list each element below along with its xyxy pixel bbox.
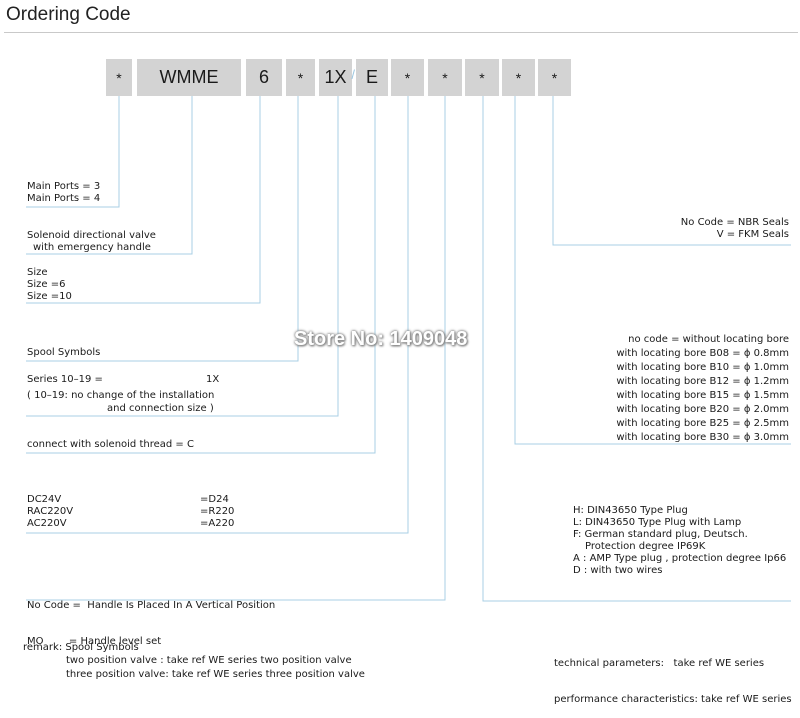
series-note: Series 10–19 = (27, 374, 103, 385)
connector-lines (26, 96, 791, 602)
size-note: Size Size =6 Size =10 (27, 267, 72, 303)
spool-note: Spool Symbols (27, 347, 101, 358)
plug-line: H: DIN43650 Type Plug (573, 505, 688, 516)
plug-note: H: DIN43650 Type Plug L: DIN43650 Type P… (573, 505, 786, 577)
store-watermark: Store No: 1409048 (294, 328, 468, 350)
bore-line: with locating bore B20 = ϕ 2.0mm (616, 404, 789, 415)
series-note-detail: ( 10–19: no change of the installation (27, 390, 215, 401)
bore-line: with locating bore B10 = ϕ 1.0mm (616, 362, 789, 373)
ports-note: Main Ports = 3 Main Ports = 4 (27, 181, 100, 205)
series-value: 1X (206, 374, 220, 385)
bore-line: with locating bore B08 = ϕ 0.8mm (616, 348, 789, 359)
bore-line: with locating bore B30 = ϕ 3.0mm (616, 432, 789, 443)
technical-line: performance characteristics: take ref WE… (554, 694, 792, 705)
remark-line: two position valve : take ref WE series … (66, 655, 352, 666)
code-box-seals: * (538, 59, 571, 96)
thread-note: connect with solenoid thread = C (27, 439, 194, 450)
remark-line: three position valve: take ref WE series… (66, 669, 365, 680)
plug-line: F: German standard plug, Deutsch. (573, 529, 748, 540)
series-code: 1X (324, 67, 347, 87)
handle-line: No Code = Handle Is Placed In A Vertical… (27, 600, 276, 611)
connector-plug (482, 96, 791, 602)
code-box-voltage: * (391, 59, 424, 96)
plug-line: A : AMP Type plug , protection degree Ip… (573, 553, 787, 564)
code-box-handle: * (428, 59, 462, 96)
page-title: Ordering Code (6, 4, 131, 25)
valve-line: Solenoid directional valve (27, 230, 156, 241)
series-note-detail: and connection size ) (107, 403, 214, 414)
connector-size (26, 96, 261, 304)
voltage-names: DC24V RAC220V AC220V (27, 494, 73, 530)
remark-head: remark: Spool Symbols (23, 642, 139, 653)
title-divider (4, 32, 798, 33)
voltage-code: =D24 (200, 494, 229, 505)
connector-spool (26, 96, 299, 362)
bore-line: with locating bore B12 = ϕ 1.2mm (616, 376, 789, 387)
connector-series (26, 96, 339, 417)
bore-note: no code = without locating bore with loc… (616, 333, 789, 445)
voltage-code: =A220 (200, 518, 235, 529)
plug-line: L: DIN43650 Type Plug with Lamp (573, 517, 742, 528)
voltage-name: AC220V (27, 518, 67, 529)
code-box-ports: * (106, 59, 132, 96)
connector-handle (26, 96, 446, 601)
code-box-series: 1X / (319, 59, 355, 96)
handle-note: No Code = Handle Is Placed In A Vertical… (27, 576, 275, 660)
bore-line: with locating bore B15 = ϕ 1.5mm (616, 390, 789, 401)
voltage-code: =R220 (200, 506, 235, 517)
code-box-bore: * (502, 59, 535, 96)
code-box-size: 6 (246, 59, 282, 96)
plug-line: Protection degree IP69K (585, 541, 706, 552)
handle-line: MO = Handle level set (27, 636, 162, 647)
connector-ports (26, 96, 120, 208)
bore-line: no code = without locating bore (628, 334, 789, 345)
valve-note: Solenoid directional valve with emergenc… (27, 230, 156, 254)
bore-line: with locating bore B25 = ϕ 2.5mm (616, 418, 789, 429)
size-line: Size =6 (27, 279, 66, 290)
ports-line: Main Ports = 3 (27, 181, 101, 192)
voltage-codes: =D24 =R220 =A220 (200, 494, 234, 530)
size-line: Size (27, 267, 48, 278)
voltage-name: RAC220V (27, 506, 74, 517)
valve-line: with emergency handle (33, 242, 151, 253)
code-box-plug: * (465, 59, 499, 96)
seals-note: No Code = NBR Seals V = FKM Seals (681, 217, 789, 241)
connector-voltage (26, 96, 409, 534)
connector-bore (514, 96, 791, 445)
connector-thread (26, 96, 376, 454)
connector-valve (26, 96, 193, 255)
size-line: Size =10 (27, 291, 72, 302)
code-box-type: WMME (137, 59, 241, 96)
technical-note: technical parameters: take ref WE series… (554, 634, 792, 718)
voltage-name: DC24V (27, 494, 62, 505)
code-box-spool: * (286, 59, 315, 96)
seals-line: V = FKM Seals (716, 229, 789, 240)
seals-line: No Code = NBR Seals (680, 217, 789, 228)
technical-line: technical parameters: take ref WE series (554, 658, 765, 669)
ports-line: Main Ports = 4 (27, 193, 101, 204)
plug-line: D : with two wires (573, 565, 663, 576)
code-box-thread: E (356, 59, 388, 96)
series-slash: / (351, 67, 355, 82)
connector-seals (552, 96, 791, 246)
